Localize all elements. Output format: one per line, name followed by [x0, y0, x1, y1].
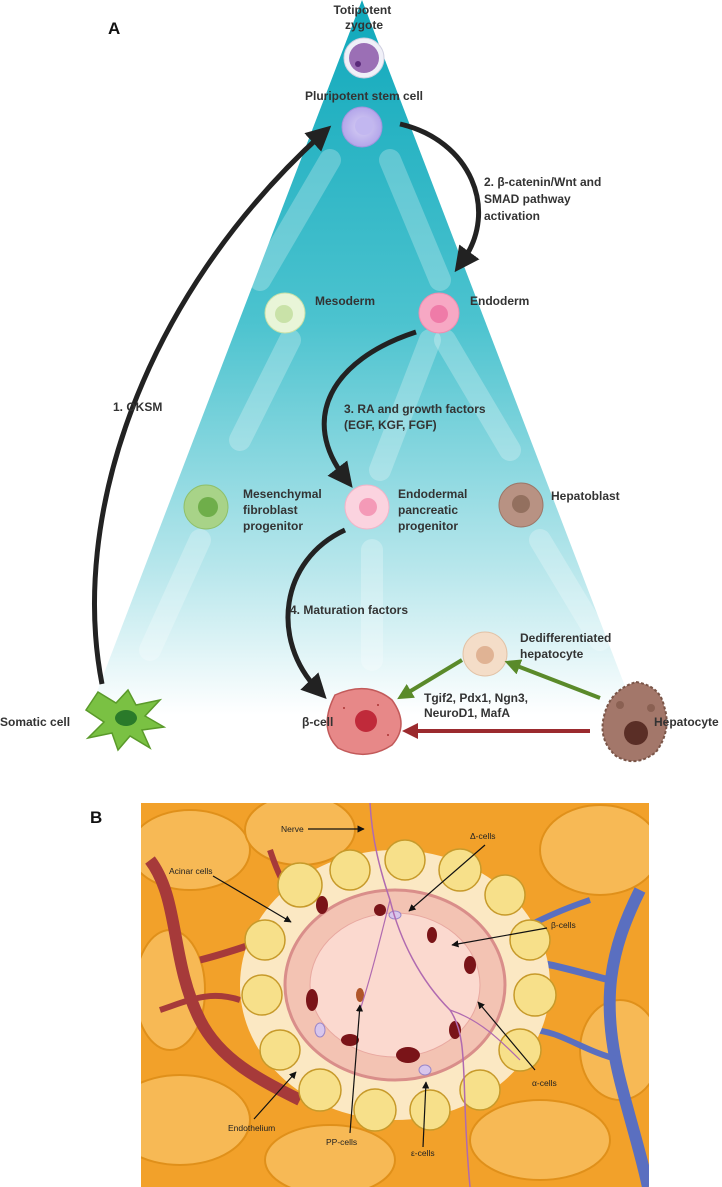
ra-arrow	[321, 329, 417, 488]
zygote-label: Totipotent zygote	[333, 3, 394, 32]
pluripotent-cell	[341, 106, 383, 148]
oksm-label: 1. OKSM	[113, 400, 162, 414]
transcription-factors-label: Tgif2, Pdx1, Ngn3, NeuroD1, MafA	[424, 691, 531, 720]
lineage-branch-streaks	[139, 149, 611, 671]
mesoderm-label: Mesoderm	[315, 294, 375, 308]
hepatocyte-label: Hepatocyte	[654, 715, 719, 729]
pancreatic-progenitor-cell	[344, 484, 390, 530]
dediff-to-beta-arrow	[397, 658, 464, 700]
beta-cell-label: β-cell	[302, 715, 333, 729]
islet-illustration	[141, 803, 649, 1187]
oksm-arrow	[92, 125, 332, 685]
beta-cell-target	[326, 687, 402, 755]
panel-a-letter: A	[108, 19, 120, 38]
mesenchymal-label: Mesenchymal fibroblast progenitor	[243, 487, 325, 533]
panel-b-letter: B	[90, 808, 102, 827]
hepatocyte-to-dediff-arrow	[504, 659, 601, 700]
pluripotent-label: Pluripotent stem cell	[305, 89, 423, 103]
endothelium-label: Endothelium	[228, 1123, 275, 1133]
somatic-cell	[84, 688, 167, 752]
wnt-label: 2. β-catenin/Wnt and SMAD pathway activa…	[484, 175, 605, 223]
epsilon-cells-label: ε-cells	[411, 1148, 435, 1158]
beta-cells-label: β-cells	[551, 920, 576, 930]
endoderm-label: Endoderm	[470, 294, 529, 308]
nerve-label: Nerve	[281, 824, 304, 834]
hepatocyte-cell	[601, 680, 668, 763]
delta-cells-label: Δ-cells	[470, 831, 496, 841]
zygote-cell	[343, 37, 385, 79]
pp-cells-label: PP-cells	[326, 1137, 357, 1147]
hepatoblast-cell	[498, 482, 544, 528]
maturation-label: 4. Maturation factors	[290, 603, 408, 617]
alpha-cells-label: α-cells	[532, 1078, 557, 1088]
mesoderm-cell	[264, 292, 306, 334]
somatic-label: Somatic cell	[0, 715, 70, 729]
mesenchymal-progenitor-cell	[183, 484, 229, 530]
wnt-arrow	[399, 121, 481, 273]
panel-b-pointers	[212, 825, 548, 1148]
dedifferentiated-hepatocyte-cell	[462, 631, 508, 677]
endoderm-cell	[418, 292, 460, 334]
dedifferentiated-label: Dedifferentiated hepatocyte	[520, 631, 615, 661]
hepatoblast-label: Hepatoblast	[551, 489, 620, 503]
ra-label: 3. RA and growth factors (EGF, KGF, FGF)	[344, 402, 489, 432]
acinar-cells-label: Acinar cells	[169, 866, 212, 876]
maturation-arrow	[285, 527, 347, 700]
pancreatic-progenitor-label: Endodermal pancreatic progenitor	[398, 487, 471, 533]
